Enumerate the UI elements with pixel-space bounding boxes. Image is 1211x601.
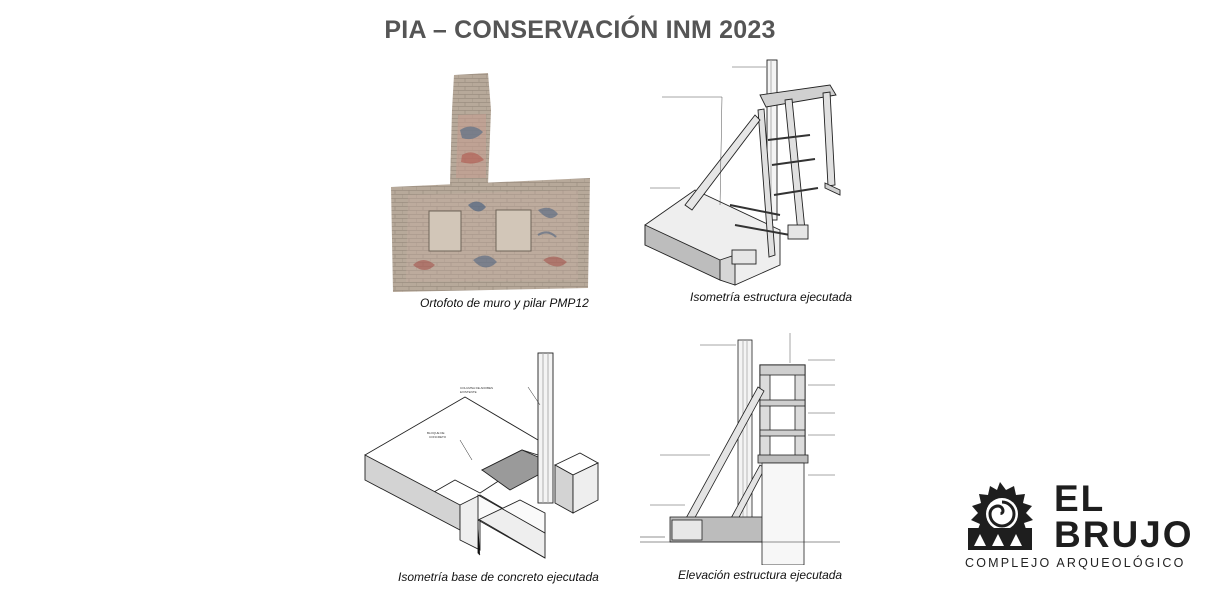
- isometric-structure-caption: Isometría estructura ejecutada: [690, 290, 853, 304]
- block-label-line2: CONCRETO: [429, 435, 447, 439]
- isometric-structure-panel: [640, 55, 855, 290]
- isometric-base-caption: Isometría base de concreto ejecutada: [398, 570, 599, 584]
- elevation-caption: Elevación estructura ejecutada: [678, 568, 843, 582]
- logo-line1: EL: [1054, 478, 1106, 519]
- block-label-line1: BLOQUE DE: [427, 431, 445, 435]
- isometric-base-panel: BLOQUE DE CONCRETO COLUMNA DE ADOBES EXI…: [360, 345, 605, 560]
- logo-line2: BRUJO: [1054, 514, 1194, 555]
- page-title: PIA – CONSERVACIÓN INM 2023: [384, 16, 776, 44]
- logo-subtitle: COMPLEJO ARQUEOLÓGICO: [965, 556, 1186, 570]
- column-label-line2: EXISTENTE: [460, 390, 477, 394]
- elevation-structure-drawing: [640, 333, 840, 565]
- elevation-panel: [640, 325, 845, 565]
- orthophoto-panel: [388, 70, 593, 295]
- isometric-base-drawing: BLOQUE DE CONCRETO COLUMNA DE ADOBES EXI…: [364, 352, 599, 559]
- orthophoto-caption: Ortofoto de muro y pilar PMP12: [420, 296, 589, 310]
- isometric-structure-drawing: [644, 59, 841, 286]
- el-brujo-emblem-icon: [968, 482, 1033, 550]
- wall-photo-icon: [391, 73, 590, 292]
- column-label-line1: COLUMNA DE ADOBES: [460, 386, 493, 390]
- el-brujo-logo: EL BRUJO COMPLEJO ARQUEOLÓGICO: [962, 478, 1192, 574]
